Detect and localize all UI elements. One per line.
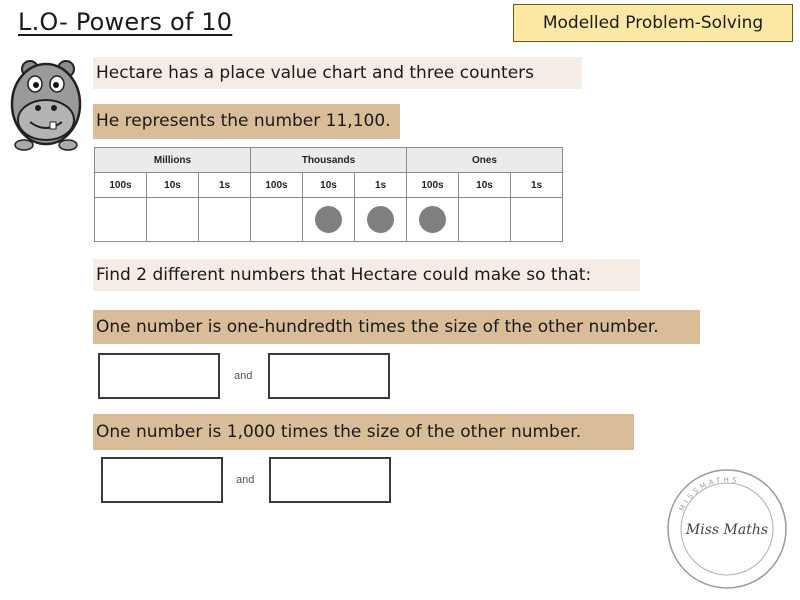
stamp-label: Miss Maths <box>685 522 768 538</box>
task-thousand-times: One number is 1,000 times the size of th… <box>93 414 634 450</box>
group-ones: Ones <box>406 147 563 173</box>
counter-cell <box>510 197 563 242</box>
counter-cell <box>406 197 459 242</box>
prompt-intro: Hectare has a place value chart and thre… <box>93 57 582 89</box>
activity-tag: Modelled Problem-Solving <box>513 4 793 42</box>
answer-box-2b[interactable] <box>269 457 391 503</box>
task-one-hundredth: One number is one-hundredth times the si… <box>93 310 700 344</box>
prompt-find-text: Find 2 different numbers that Hectare co… <box>96 264 592 285</box>
task-thousand-times-text: One number is 1,000 times the size of th… <box>96 421 582 442</box>
miss-maths-stamp-icon: MISSMATHS Miss Maths <box>667 469 787 589</box>
counter-cell <box>198 197 251 242</box>
group-header-row: Millions Thousands Ones <box>94 147 563 173</box>
column-header: 1s <box>198 172 251 198</box>
column-header: 10s <box>458 172 511 198</box>
counter-cell <box>302 197 355 242</box>
prompt-represents-text: He represents the number 11,100. <box>96 111 391 131</box>
counter-icon[interactable] <box>419 206 446 233</box>
column-header: 10s <box>302 172 355 198</box>
answer-box-1a[interactable] <box>98 353 220 399</box>
page-title: L.O- Powers of 10 <box>18 8 233 36</box>
column-header: 1s <box>510 172 563 198</box>
column-header: 100s <box>250 172 303 198</box>
place-value-chart: Millions Thousands Ones 100s 10s 1s 100s… <box>94 147 563 242</box>
column-header: 100s <box>406 172 459 198</box>
activity-tag-label: Modelled Problem-Solving <box>542 13 764 33</box>
prompt-find: Find 2 different numbers that Hectare co… <box>93 259 640 291</box>
and-label-2: and <box>236 474 255 486</box>
hippo-mascot-icon <box>10 60 82 151</box>
column-header: 10s <box>146 172 199 198</box>
counter-icon[interactable] <box>315 206 342 233</box>
and-label-1: and <box>234 370 253 382</box>
counter-cell <box>146 197 199 242</box>
task-one-hundredth-text: One number is one-hundredth times the si… <box>96 316 659 337</box>
column-header: 1s <box>354 172 407 198</box>
group-millions: Millions <box>94 147 251 173</box>
answer-box-2a[interactable] <box>101 457 223 503</box>
counter-cell <box>354 197 407 242</box>
svg-text:MISSMATHS: MISSMATHS <box>678 476 741 513</box>
column-header: 100s <box>94 172 147 198</box>
answer-box-1b[interactable] <box>268 353 390 399</box>
stamp-ring-text: MISSMATHS <box>678 476 738 513</box>
column-header-row: 100s 10s 1s 100s 10s 1s 100s 10s 1s <box>94 172 563 198</box>
counter-cell <box>250 197 303 242</box>
counter-cell <box>94 197 147 242</box>
counter-icon[interactable] <box>367 206 394 233</box>
counter-row <box>94 197 563 242</box>
prompt-intro-text: Hectare has a place value chart and thre… <box>96 62 535 83</box>
prompt-represents: He represents the number 11,100. <box>93 104 400 139</box>
group-thousands: Thousands <box>250 147 407 173</box>
counter-cell <box>458 197 511 242</box>
